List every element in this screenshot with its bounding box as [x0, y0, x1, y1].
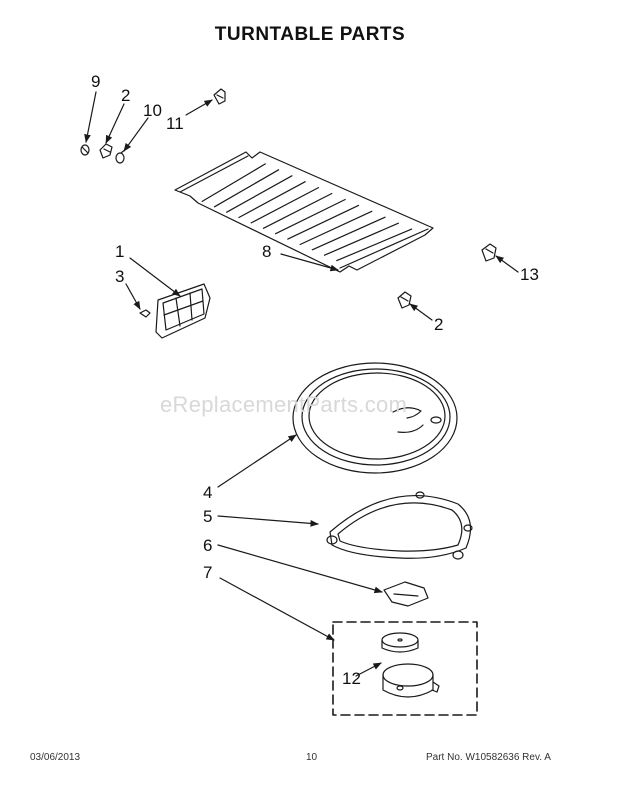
- callout-2-right: 2: [434, 315, 444, 334]
- rack-bar: [287, 204, 360, 240]
- rack-bar: [226, 175, 293, 213]
- page-title: TURNTABLE PARTS: [214, 24, 406, 45]
- footer-date: 03/06/2013: [30, 752, 81, 763]
- rack-bar: [250, 187, 320, 224]
- leader-9: [84, 91, 97, 143]
- leader-12: [355, 662, 382, 677]
- clip-2-icon: [99, 143, 113, 159]
- callout-11: 11: [166, 114, 184, 133]
- roller-ring-icon: [326, 491, 473, 560]
- callout-9: 9: [91, 72, 101, 91]
- callout-10: 10: [143, 101, 162, 120]
- rack-bar: [213, 169, 280, 208]
- leader-7: [219, 577, 335, 641]
- leader-1: [129, 257, 181, 297]
- rack-bar: [201, 163, 266, 202]
- callout-2-top: 2: [121, 86, 131, 105]
- screw-3-icon: [139, 309, 151, 318]
- leader-8: [280, 253, 339, 272]
- wire-rack-icon: [174, 151, 434, 273]
- footer-part-number: Part No. W10582636 Rev. A: [426, 752, 551, 763]
- watermark-text: eReplacementParts.com: [160, 392, 408, 417]
- turntable-tray-icon: [292, 362, 458, 474]
- leader-2b: [409, 303, 433, 321]
- callout-1: 1: [115, 242, 125, 261]
- leader-5: [217, 515, 319, 527]
- rack-bar: [262, 192, 333, 229]
- leader-2a: [105, 103, 125, 144]
- callout-13: 13: [520, 265, 539, 284]
- rack-bar: [238, 181, 306, 219]
- leader-3: [125, 283, 141, 310]
- rack-bar: [275, 198, 346, 235]
- rack-bar: [323, 222, 399, 256]
- callout-12: 12: [342, 669, 361, 688]
- rack-bar: [299, 210, 373, 246]
- callout-6: 6: [203, 536, 213, 555]
- grille-cover-icon: [155, 283, 211, 339]
- rack-bar: [311, 216, 386, 251]
- leader-4: [217, 434, 297, 488]
- screw-9-icon: [80, 144, 90, 156]
- leader-13: [495, 255, 519, 273]
- coupler-icon: [383, 581, 429, 607]
- clip-13-icon: [481, 243, 497, 262]
- callout-8: 8: [262, 242, 272, 261]
- clip-11-icon: [213, 88, 226, 105]
- callout-5: 5: [203, 507, 213, 526]
- rack-bar: [336, 228, 413, 262]
- callout-3: 3: [115, 267, 125, 286]
- clip-2b-icon: [397, 291, 412, 309]
- motor-icon: [381, 632, 440, 698]
- leader-11: [185, 99, 213, 116]
- callout-7: 7: [203, 563, 213, 582]
- leader-6: [217, 544, 383, 594]
- footer-page-number: 10: [306, 752, 318, 763]
- leader-10: [123, 117, 149, 152]
- motor-kit-box-icon: [332, 621, 478, 716]
- callout-4: 4: [203, 483, 213, 502]
